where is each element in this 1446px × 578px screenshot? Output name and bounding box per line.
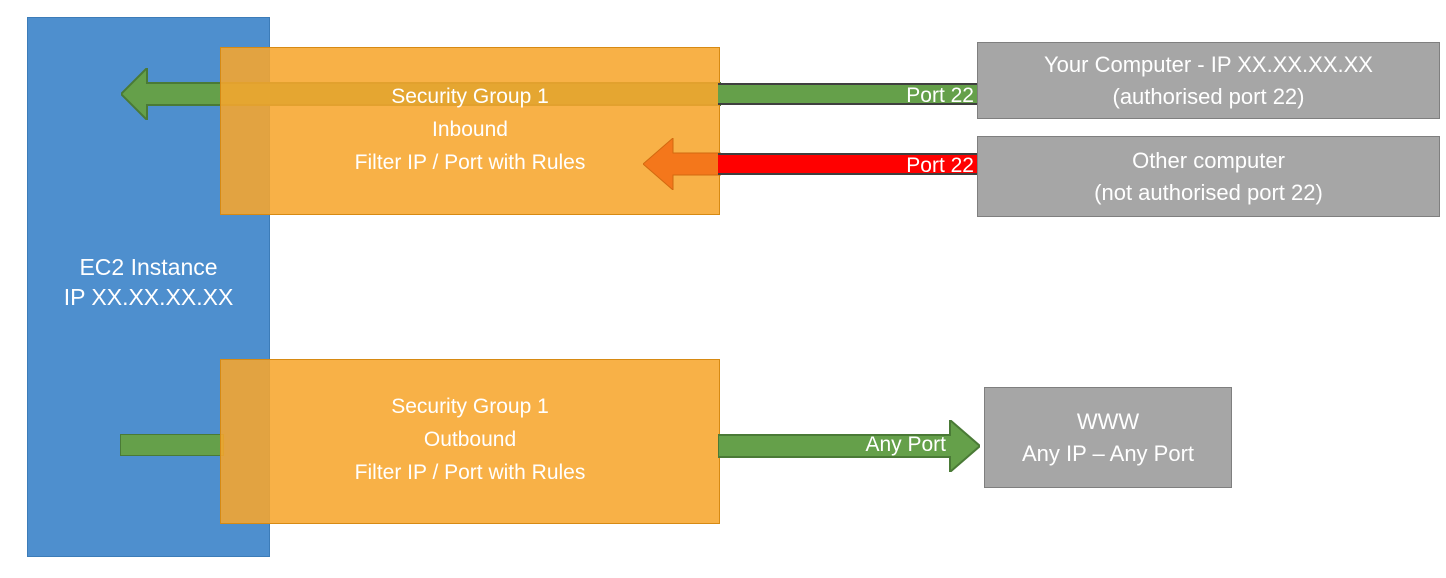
security-group-outbound-box — [220, 359, 720, 524]
allowed-outbound-port-label: Any Port — [865, 433, 946, 456]
allowed-inbound-port-label: Port 22 — [906, 84, 974, 107]
allowed-outbound-arrow-icon — [718, 420, 980, 472]
ec2-instance-label: EC2 Instance IP XX.XX.XX.XX — [63, 254, 234, 310]
blocked-inbound-port-label: Port 22 — [906, 154, 974, 177]
endpoint-www-label: WWW Any IP – Any Port — [1021, 408, 1195, 466]
blocked-inbound-arrow-icon — [643, 138, 721, 190]
endpoint-other-computer-label: Other computer (not authorised port 22) — [1094, 147, 1323, 205]
endpoint-your-computer-box: Your Computer - IP XX.XX.XX.XX (authoris… — [977, 42, 1440, 119]
outbound-source-stub — [120, 434, 224, 456]
security-group-inbound-box — [220, 47, 720, 215]
security-group-outbound-label: Security Group 1 Outbound Filter IP / Po… — [354, 395, 586, 484]
security-group-inbound-label: Security Group 1 Inbound Filter IP / Por… — [354, 85, 586, 174]
endpoint-other-computer-box: Other computer (not authorised port 22) — [977, 136, 1440, 217]
blocked-inbound-port-band: Port 22 — [718, 153, 980, 177]
allowed-inbound-port-band: Port 22 — [718, 83, 980, 107]
endpoint-your-computer-label: Your Computer - IP XX.XX.XX.XX (authoris… — [1044, 51, 1373, 109]
endpoint-www-box: WWW Any IP – Any Port — [984, 387, 1232, 488]
